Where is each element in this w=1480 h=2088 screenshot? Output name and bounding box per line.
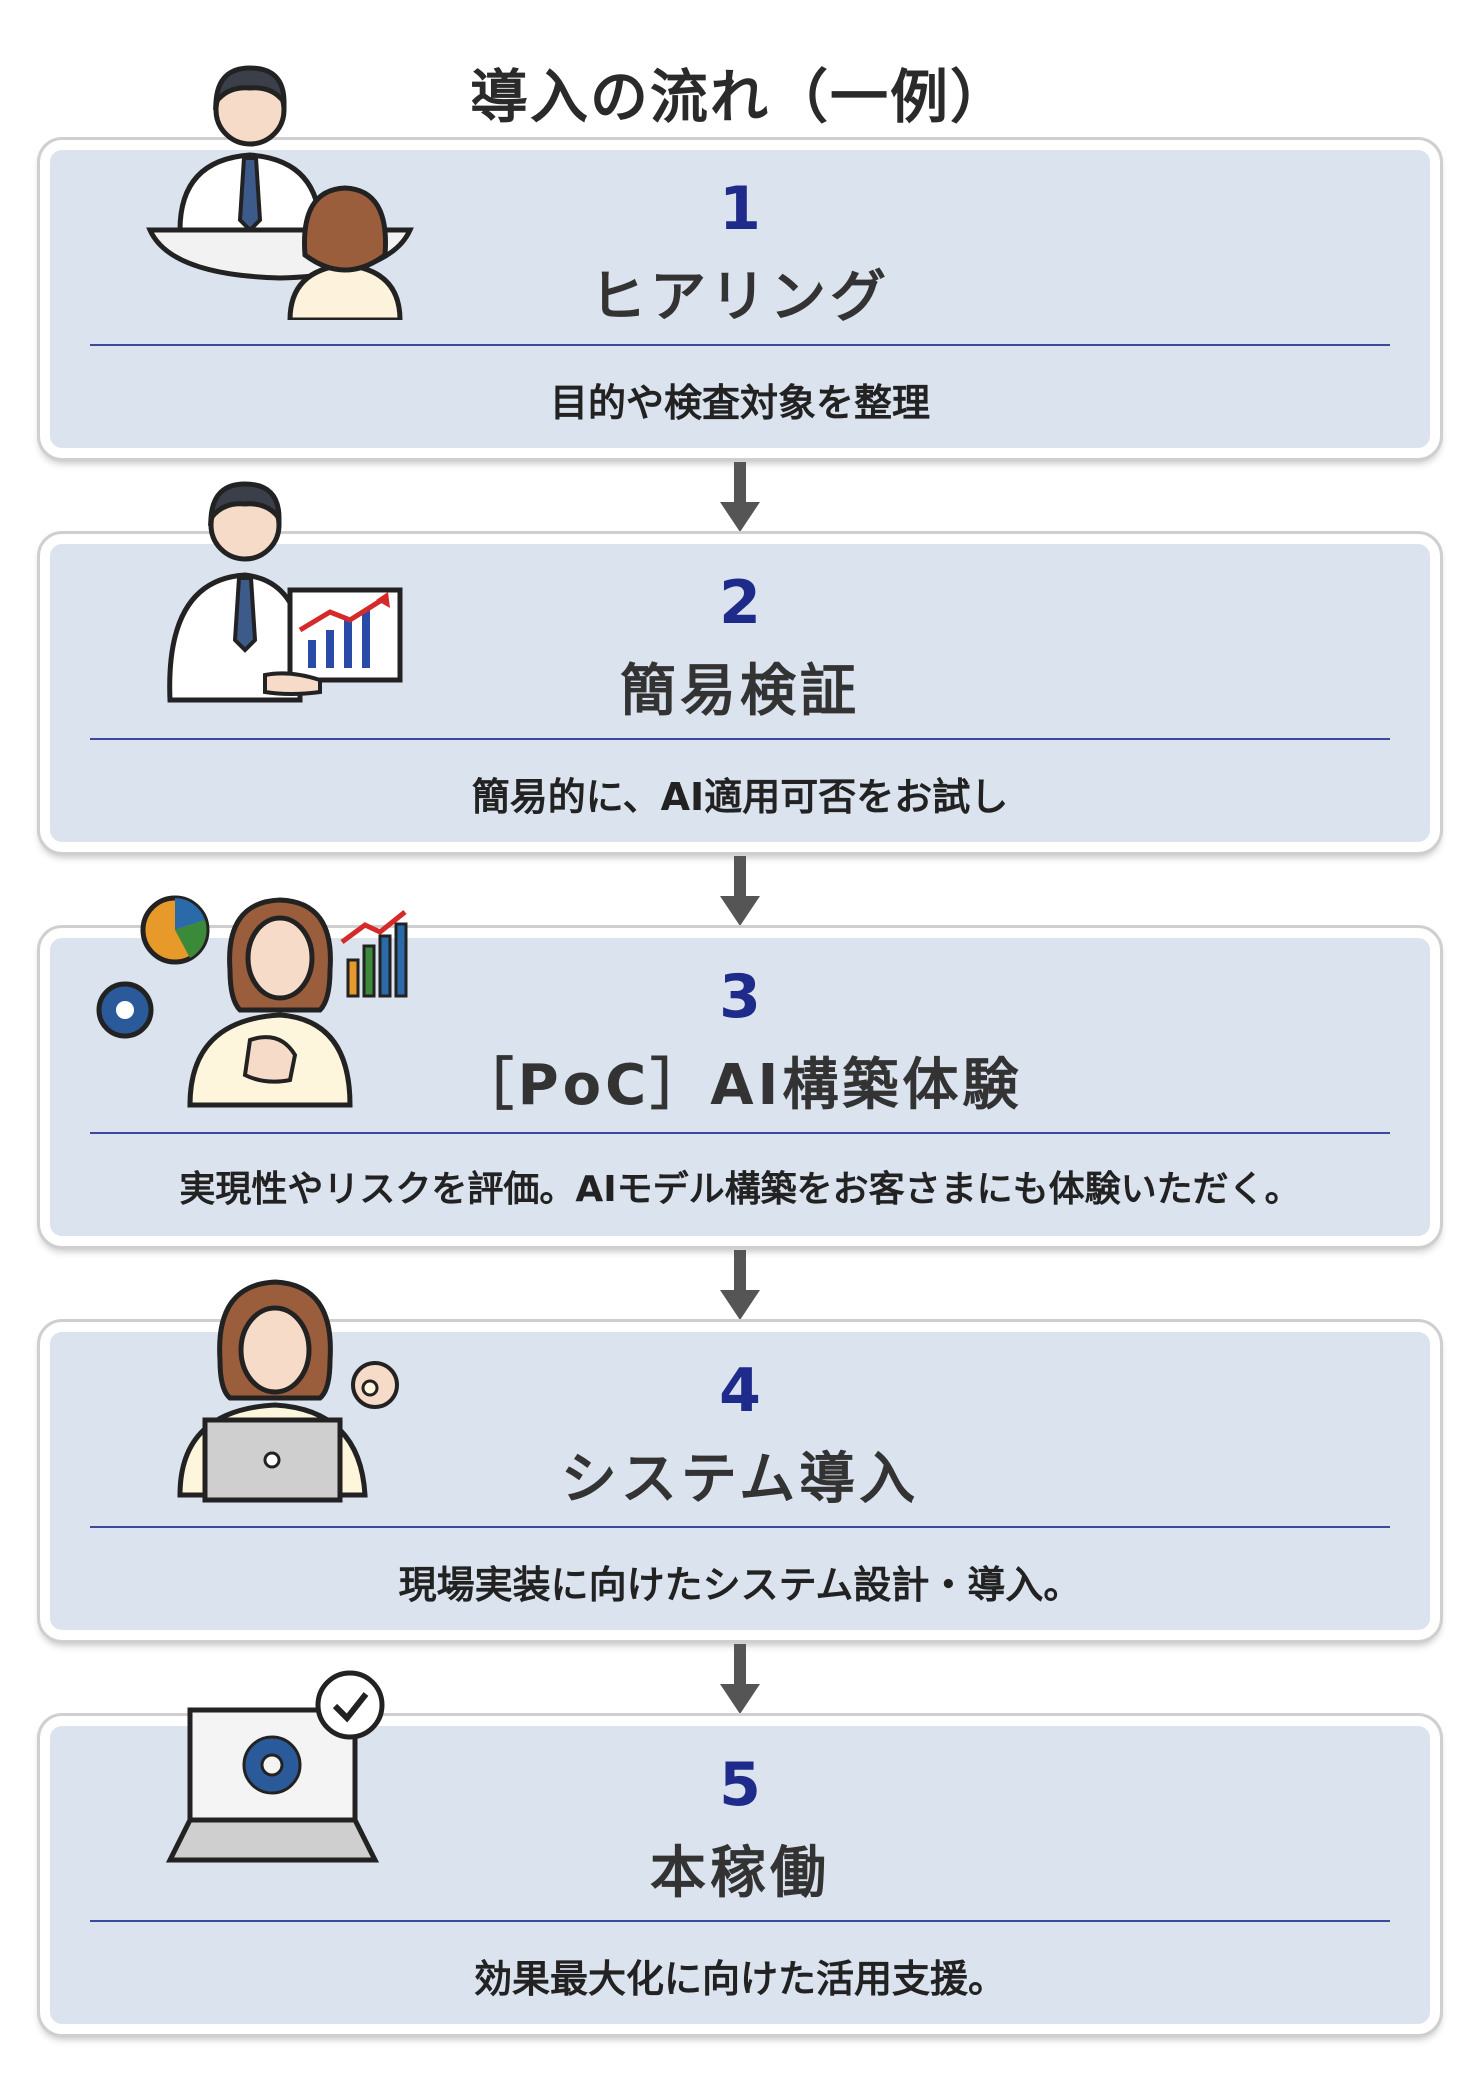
step-divider xyxy=(90,1132,1390,1134)
step-number: 1 xyxy=(719,174,761,244)
analysis-icon xyxy=(96,895,408,1108)
step-description: 実現性やリスクを評価。AIモデル構築をお客さまにも体験いただく。 xyxy=(179,1169,1301,1210)
arrow-down-icon xyxy=(720,462,760,532)
step-description: 現場実装に向けたシステム設計・導入。 xyxy=(398,1563,1082,1607)
page-title: 導入の流れ（一例） xyxy=(469,63,1010,131)
step-number: 4 xyxy=(719,1356,761,1426)
step-title: 簡易検証 xyxy=(620,659,860,724)
step-divider xyxy=(90,344,1390,346)
step-title: ［PoC］AI構築体験 xyxy=(457,1053,1023,1118)
step-description: 効果最大化に向けた活用支援。 xyxy=(473,1957,1006,2001)
laptop-ok-icon xyxy=(177,1279,399,1503)
step-number: 2 xyxy=(719,568,761,638)
step-title: ヒアリング xyxy=(590,265,890,330)
step-divider xyxy=(90,738,1390,740)
step-divider xyxy=(90,1526,1390,1528)
step-description: 簡易的に、AI適用可否をお試し xyxy=(471,775,1009,819)
arrow-down-icon xyxy=(720,856,760,926)
arrow-down-icon xyxy=(720,1644,760,1714)
step-divider xyxy=(90,1920,1390,1922)
presentation-icon xyxy=(167,481,403,703)
step-description: 目的や検査対象を整理 xyxy=(549,381,930,425)
laptop-gear-check-icon xyxy=(165,1670,385,1863)
step-number: 5 xyxy=(719,1750,761,1820)
step-number: 3 xyxy=(719,962,761,1032)
arrow-down-icon xyxy=(720,1250,760,1320)
consultation-icon xyxy=(146,65,414,320)
step-title: 本稼働 xyxy=(650,1841,830,1906)
step-title: システム導入 xyxy=(560,1447,920,1512)
